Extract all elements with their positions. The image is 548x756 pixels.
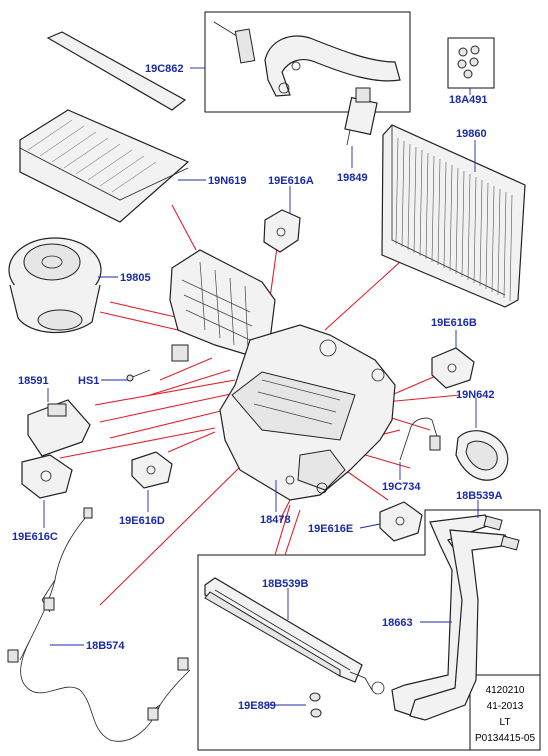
reference-line-1: 4120210 [486,685,525,696]
cabin-filter-19N619 [19,31,190,223]
actuator-19E616C [21,454,73,499]
label-18A491: 18A491 [449,94,488,106]
reference-line-4: P0134415-05 [475,733,535,744]
actuator-19E616B [431,347,475,389]
label-19E889: 19E889 [238,700,276,712]
label-19N642: 19N642 [456,389,495,401]
label-19860: 19860 [456,128,487,140]
actuator-19E616A [263,209,301,253]
label-18663: 18663 [382,617,413,629]
inset-frame-18A491 [447,37,495,89]
label-19E616B: 19E616B [431,317,477,329]
part-labels: 19C862 18A491 19860 19N619 19E616A 19849… [12,63,503,712]
label-19E616A: 19E616A [268,175,314,187]
o-rings-19E889 [309,692,322,718]
sensor-19C734 [399,417,441,461]
evaporator-core-19860 [381,124,526,308]
label-19805: 19805 [120,272,151,284]
blower-resistor-18591 [27,399,91,457]
reference-text: 4120210 41-2013 LT P0134415-05 [475,685,535,744]
heater-pipes-18663 [371,514,520,721]
reference-line-2: 41-2013 [487,701,524,712]
label-18B539B: 18B539B [262,578,309,590]
label-18B574: 18B574 [86,640,125,652]
grommet-19N642 [455,430,509,481]
label-19N619: 19N619 [208,175,247,187]
reference-box [469,674,541,751]
hvac-housing-18478 [169,249,396,501]
label-19C862: 19C862 [145,63,184,75]
pipe-assembly-19C862 [213,21,401,97]
label-19C734: 19C734 [382,481,421,493]
label-18B539A: 18B539A [456,490,503,502]
label-HS1: HS1 [78,375,99,387]
heater-core-18B539B [204,577,373,691]
screw-HS1 [126,369,151,382]
reference-line-3: LT [500,717,511,728]
actuator-19E616E [379,501,423,542]
label-19849: 19849 [337,172,368,184]
wiring-harness-18B574 [7,507,191,742]
label-19E616E: 19E616E [308,523,353,535]
label-19E616C: 19E616C [12,531,58,543]
o-ring-set-18A491 [457,45,480,79]
leader-lines [43,67,479,706]
actuator-19E616D [131,451,173,489]
connector-near-housing [171,344,189,362]
label-19E616D: 19E616D [119,515,165,527]
blower-motor-19805 [8,237,102,333]
expansion-valve-19849 [344,87,378,146]
label-18478: 18478 [260,514,291,526]
label-18591: 18591 [18,375,49,387]
inset-frame-19C862 [204,11,411,113]
